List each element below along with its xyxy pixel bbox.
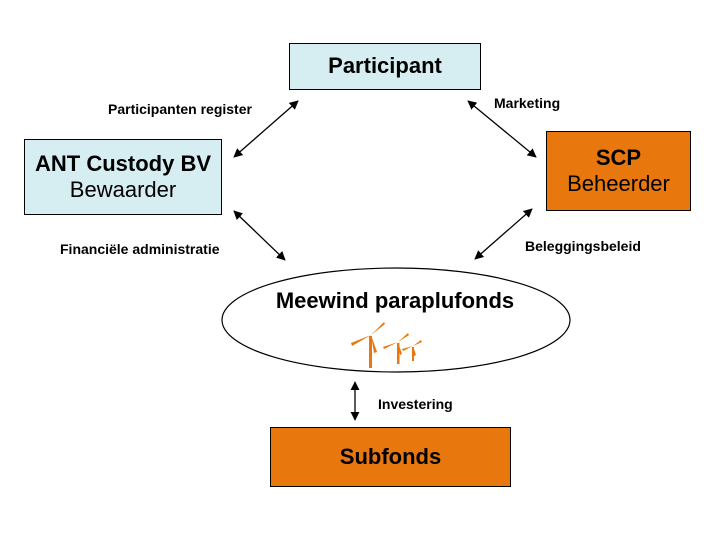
arrow-participant-scp [467, 100, 537, 158]
label-marketing: Marketing [494, 95, 561, 111]
label-beleggingsbeleid: Beleggingsbeleid [525, 238, 641, 254]
ant-custody-title: ANT Custody BV [35, 150, 211, 176]
wind-turbines-icon [351, 322, 422, 368]
label-financiele-administratie: Financiële administratie [60, 241, 220, 257]
fund-ellipse [221, 267, 571, 373]
ant-custody-box: ANT Custody BV Bewaarder [24, 139, 222, 215]
label-participanten-register: Participanten register [108, 101, 252, 117]
arrow-scp-fund [474, 208, 533, 260]
scp-role: Beheerder [567, 171, 670, 196]
fund-title: Meewind paraplufonds [275, 288, 515, 313]
participant-title: Participant [328, 53, 442, 79]
participant-box: Participant [289, 43, 481, 90]
subfonds-box: Subfonds [270, 427, 511, 487]
scp-title: SCP [595, 144, 642, 170]
label-investering: Investering [378, 396, 453, 412]
scp-box: SCP Beheerder [546, 131, 691, 211]
arrow-ant-fund [233, 210, 286, 261]
arrow-participant-ant [233, 100, 299, 158]
subfonds-title: Subfonds [339, 443, 442, 469]
ant-custody-role: Bewaarder [69, 177, 177, 202]
